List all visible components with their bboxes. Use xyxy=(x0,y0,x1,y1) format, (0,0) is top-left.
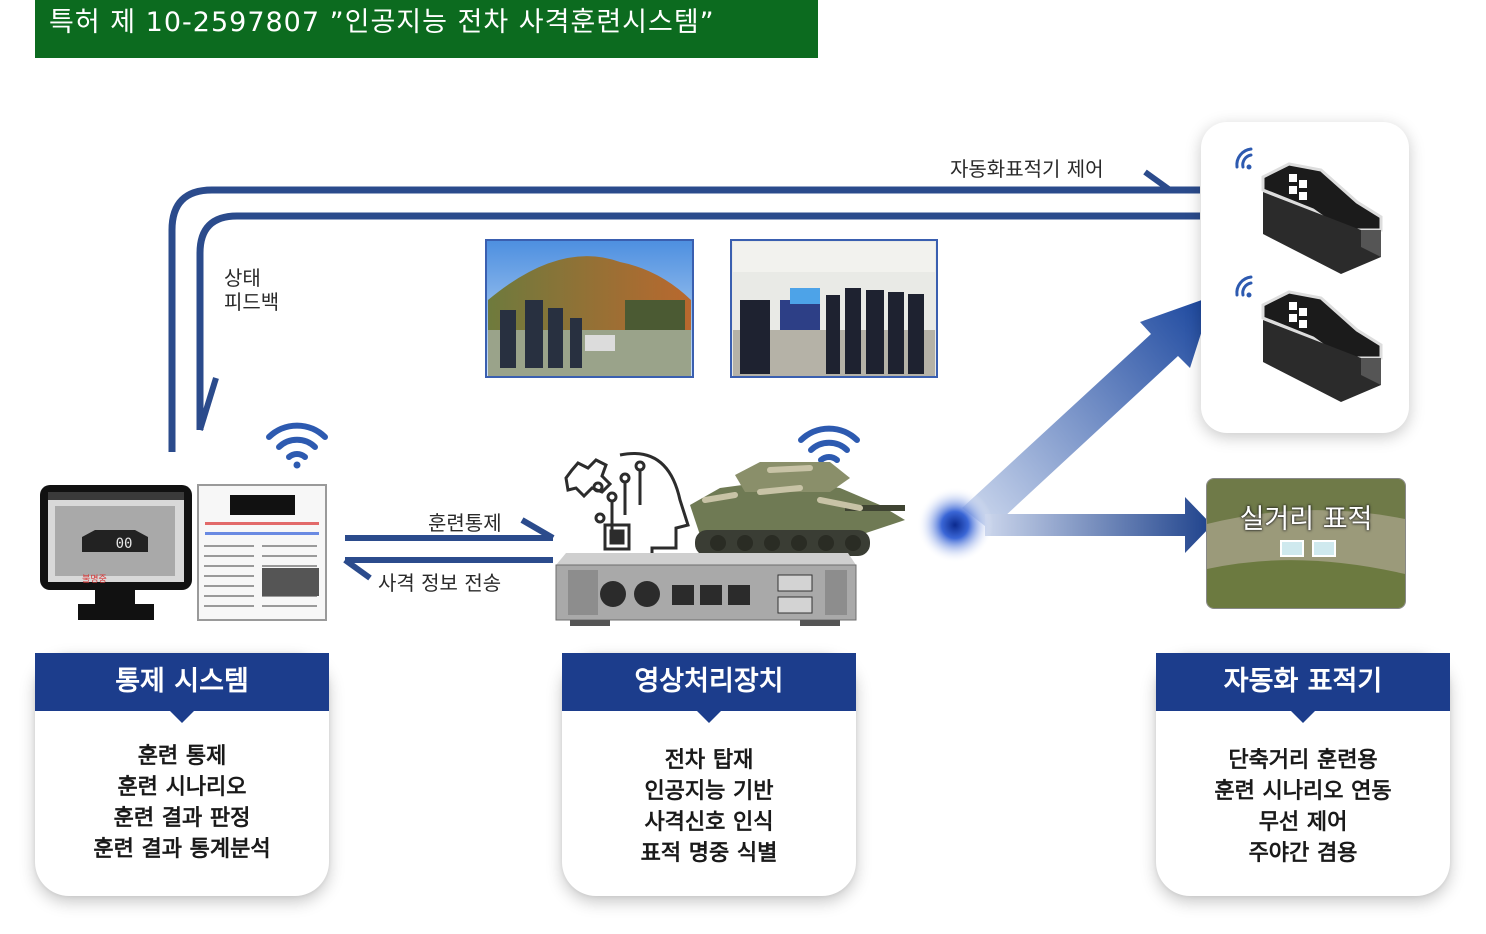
laser-glow xyxy=(917,487,993,563)
ai-head-icon xyxy=(564,452,690,555)
target-control-label: 자동화표적기 제어 xyxy=(950,157,1104,181)
target-control-arrowhead xyxy=(1143,169,1172,193)
wifi-icon xyxy=(1235,147,1253,170)
range-target-photo: 실거리 표적 xyxy=(1206,478,1406,609)
feature-line: 단축거리 훈련용 xyxy=(1228,748,1378,773)
control-system-features: 훈련 통제 훈련 시나리오 훈련 결과 판정 훈련 결과 통계분석 xyxy=(35,741,329,865)
target-machine xyxy=(1261,290,1383,402)
firing-info-label: 사격 정보 전송 xyxy=(378,571,502,595)
automated-target-title: 자동화 표적기 xyxy=(1156,653,1450,723)
training-control-label: 훈련통제 xyxy=(428,511,502,535)
status-feedback-label-line: 상태 xyxy=(224,266,261,290)
arrow-to-range-target xyxy=(985,497,1212,553)
video-processing-features: 전차 탑재 인공지능 기반 사격신호 인식 표적 명중 식별 xyxy=(562,745,856,869)
feature-line: 인공지능 기반 xyxy=(644,779,774,804)
feature-line: 훈련 결과 판정 xyxy=(113,806,251,831)
monitor-score: 00 xyxy=(115,536,133,552)
control-system-panel: 통제 시스템 훈련 통제 훈련 시나리오 훈련 결과 판정 훈련 결과 통계분석 xyxy=(35,653,329,896)
feature-line: 표적 명중 식별 xyxy=(640,841,778,866)
training-control-arrowhead xyxy=(520,517,555,541)
monitor-status: 불명중 xyxy=(82,575,107,585)
range-target-label: 실거리 표적 xyxy=(1239,504,1373,535)
status-feedback-arrowhead xyxy=(197,377,219,431)
automated-target-panel: 자동화 표적기 단축거리 훈련용 훈련 시나리오 연동 무선 제어 주야간 겸용 xyxy=(1156,653,1450,896)
wifi-icon xyxy=(266,422,328,469)
status-feedback-label: 상태 피드백 xyxy=(224,266,279,314)
status-feedback-label-line: 피드백 xyxy=(224,290,280,314)
feature-line: 훈련 시나리오 xyxy=(117,775,247,800)
feature-line: 주야간 겸용 xyxy=(1248,841,1358,866)
video-processing-box xyxy=(555,553,857,626)
target-machines-card xyxy=(1201,122,1409,433)
tank-image xyxy=(690,462,905,556)
title-banner: 특허 제 10-2597807 ”인공지능 전차 사격훈련시스템” xyxy=(35,0,818,58)
target-machine xyxy=(1261,162,1383,274)
field-photo xyxy=(485,239,694,378)
exhibition-photo xyxy=(730,239,938,378)
target-machines-image xyxy=(1235,147,1383,402)
wifi-icon xyxy=(1235,275,1253,298)
automated-target-features: 단축거리 훈련용 훈련 시나리오 연동 무선 제어 주야간 겸용 xyxy=(1156,745,1450,869)
feature-line: 전차 탑재 xyxy=(664,748,754,773)
range-target-image xyxy=(1207,479,1405,608)
status-feedback-arrow xyxy=(196,212,1200,430)
feature-line: 훈련 결과 통계분석 xyxy=(93,837,271,862)
score-sheet xyxy=(197,484,327,621)
video-processing-title: 영상처리장치 xyxy=(562,653,856,723)
video-processing-panel: 영상처리장치 전차 탑재 인공지능 기반 사격신호 인식 표적 명중 식별 xyxy=(562,653,856,896)
monitor-icon xyxy=(40,485,192,620)
target-control-arrow xyxy=(168,186,1200,452)
control-system-title: 통제 시스템 xyxy=(35,653,329,723)
feature-line: 무선 제어 xyxy=(1258,810,1348,835)
arrow-to-target-machines xyxy=(962,296,1213,530)
firing-info-arrowhead xyxy=(343,557,372,581)
feature-line: 훈련 통제 xyxy=(137,744,227,769)
page-title: 특허 제 10-2597807 ”인공지능 전차 사격훈련시스템” xyxy=(49,7,715,38)
feature-line: 사격신호 인식 xyxy=(644,810,774,835)
feature-line: 훈련 시나리오 연동 xyxy=(1214,779,1392,804)
